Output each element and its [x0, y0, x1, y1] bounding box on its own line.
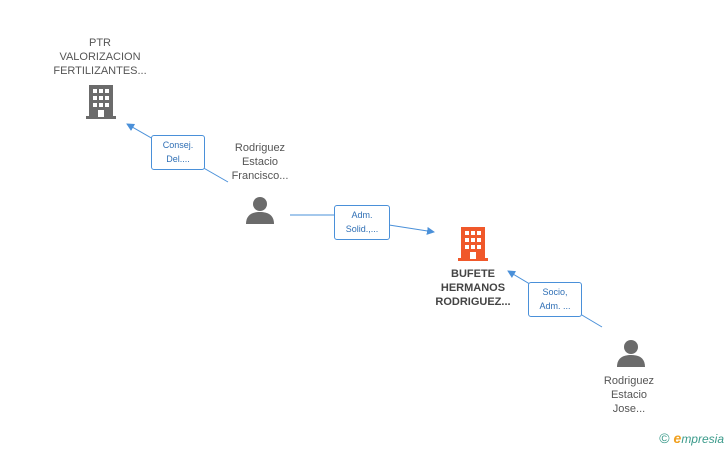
node-label-line: PTR	[89, 37, 111, 49]
node-label-line: Estacio	[610, 389, 648, 401]
node-label-line: Rodriguez	[234, 142, 286, 154]
brand-name: mpresia	[681, 432, 724, 446]
node-label-line: HERMANOS	[440, 282, 506, 294]
node-label-ptr[interactable]: PTR VALORIZACION FERTILIZANTES...	[40, 36, 160, 78]
node-label-line: FERTILIZANTES...	[53, 65, 147, 77]
edge-label-line: Solid.,...	[345, 224, 379, 234]
building-icon[interactable]	[458, 227, 488, 261]
node-label-line: VALORIZACION	[59, 51, 141, 63]
edge-label-line: Adm. ...	[539, 301, 571, 311]
node-label-jose[interactable]: Rodriguez Estacio Jose...	[569, 374, 689, 416]
edge-label-line: Consej.	[162, 140, 194, 150]
node-label-line: Jose...	[612, 403, 646, 415]
copyright-symbol: ©	[659, 430, 670, 446]
brand-initial: e	[673, 430, 682, 446]
person-icon[interactable]	[617, 339, 645, 367]
node-label-bufete[interactable]: BUFETE HERMANOS RODRIGUEZ...	[413, 267, 533, 309]
node-label-line: RODRIGUEZ...	[435, 296, 511, 308]
node-label-line: Rodriguez	[603, 375, 655, 387]
node-label-line: BUFETE	[451, 268, 495, 280]
edge-label-line: Socio,	[542, 287, 568, 297]
edge-label-socio[interactable]: Socio, Adm. ...	[528, 282, 582, 317]
edge-label-consej[interactable]: Consej. Del....	[151, 135, 205, 170]
edge-label-adm-solid[interactable]: Adm. Solid.,...	[334, 205, 390, 240]
node-label-line: Estacio	[241, 156, 279, 168]
building-icon[interactable]	[86, 85, 116, 119]
node-label-francisco[interactable]: Rodriguez Estacio Francisco...	[200, 141, 320, 183]
edge-label-line: Del....	[166, 154, 190, 164]
person-icon[interactable]	[246, 196, 274, 224]
edge-label-line: Adm.	[351, 210, 373, 220]
empresia-logo: ©empresia	[659, 430, 724, 446]
node-label-line: Francisco...	[231, 170, 289, 182]
